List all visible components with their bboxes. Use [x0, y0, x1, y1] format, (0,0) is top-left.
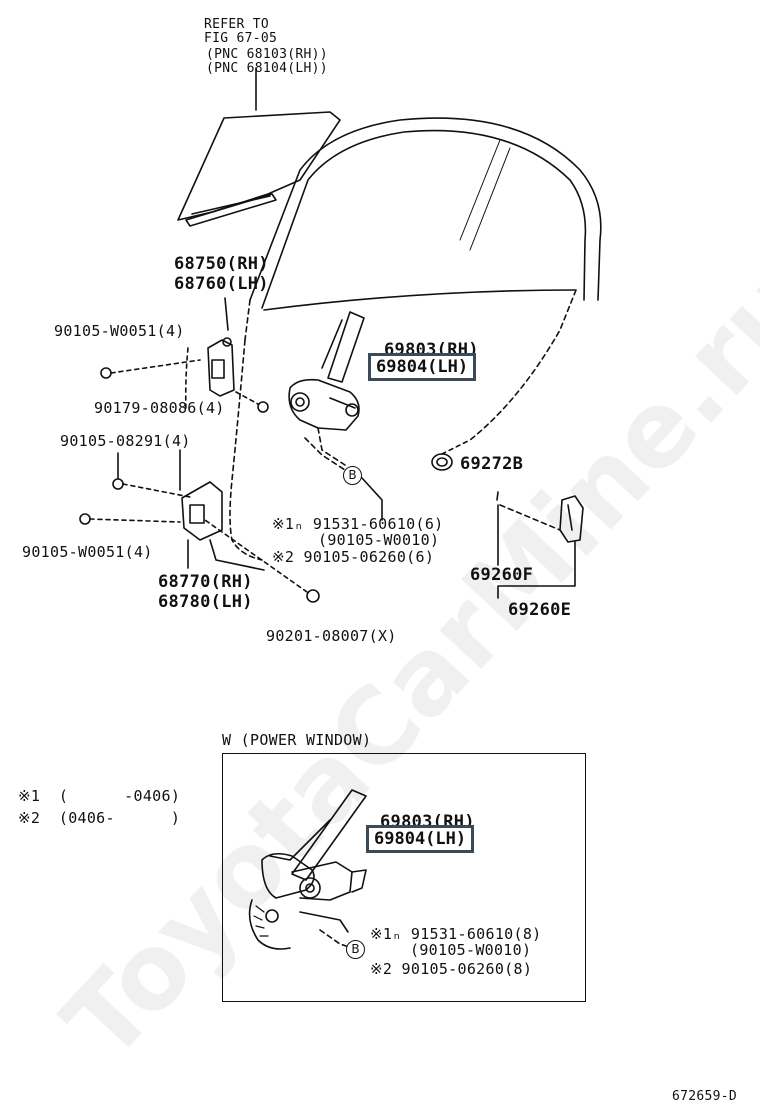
power-window-inset	[222, 753, 586, 1002]
part-68780[interactable]: 68780(LH)	[158, 592, 253, 612]
pw-note-1b[interactable]: (90105-W0010)	[410, 941, 532, 959]
b-note-2-top[interactable]: ※2 90105-06260(6)	[272, 548, 435, 566]
b-note-1b-top[interactable]: (90105-W0010)	[318, 531, 440, 549]
part-68750[interactable]: 68750(RH)	[174, 254, 269, 274]
refer-line-2: FIG 67-05	[204, 31, 278, 46]
part-90105-w0051-lower[interactable]: 90105-W0051(4)	[22, 543, 153, 561]
pw-note-2[interactable]: ※2 90105-06260(8)	[370, 960, 533, 978]
bolt-icon	[79, 359, 320, 603]
part-90105-08291[interactable]: 90105-08291(4)	[60, 432, 191, 450]
b-marker-top: B	[343, 466, 362, 485]
upper-bracket-icon	[184, 297, 235, 411]
part-68760[interactable]: 68760(LH)	[174, 274, 269, 294]
legend-note-2: ※2 (0406- )	[18, 809, 181, 827]
b-note-1-top[interactable]: ※1ₙ 91531-60610(6)	[272, 515, 444, 533]
part-69804-top-highlight[interactable]: 69804(LH)	[368, 353, 477, 381]
lower-bracket-icon	[181, 481, 265, 571]
refer-line-3: (PNC 68103(RH))	[206, 47, 328, 62]
door-frame-icon	[229, 117, 602, 561]
part-90179-08086[interactable]: 90179-08086(4)	[94, 399, 225, 417]
pw-note-1[interactable]: ※1ₙ 91531-60610(8)	[370, 925, 542, 943]
pw-part-69804-highlight[interactable]: 69804(LH)	[366, 825, 475, 853]
handle-icon	[496, 491, 584, 543]
part-90105-w0051-upper[interactable]: 90105-W0051(4)	[54, 322, 185, 340]
part-68770[interactable]: 68770(RH)	[158, 572, 253, 592]
b-marker-power-window: B	[346, 940, 365, 959]
power-window-title: W (POWER WINDOW)	[222, 731, 372, 749]
window-regulator-icon	[288, 311, 365, 466]
door-glass-icon	[177, 67, 341, 227]
part-69272b[interactable]: 69272B	[460, 454, 524, 474]
legend-note-1: ※1 ( -0406)	[18, 787, 181, 805]
part-69260e[interactable]: 69260E	[508, 600, 572, 620]
grommet-icon	[431, 439, 471, 471]
part-90201-08007[interactable]: 90201-08007(X)	[266, 627, 397, 645]
part-69260f[interactable]: 69260F	[470, 565, 534, 585]
refer-line-1: REFER TO	[204, 17, 270, 32]
figure-number: 672659-D	[672, 1089, 738, 1104]
power-window-regulator-icon	[248, 789, 367, 950]
refer-line-4: (PNC 68104(LH))	[206, 61, 328, 76]
